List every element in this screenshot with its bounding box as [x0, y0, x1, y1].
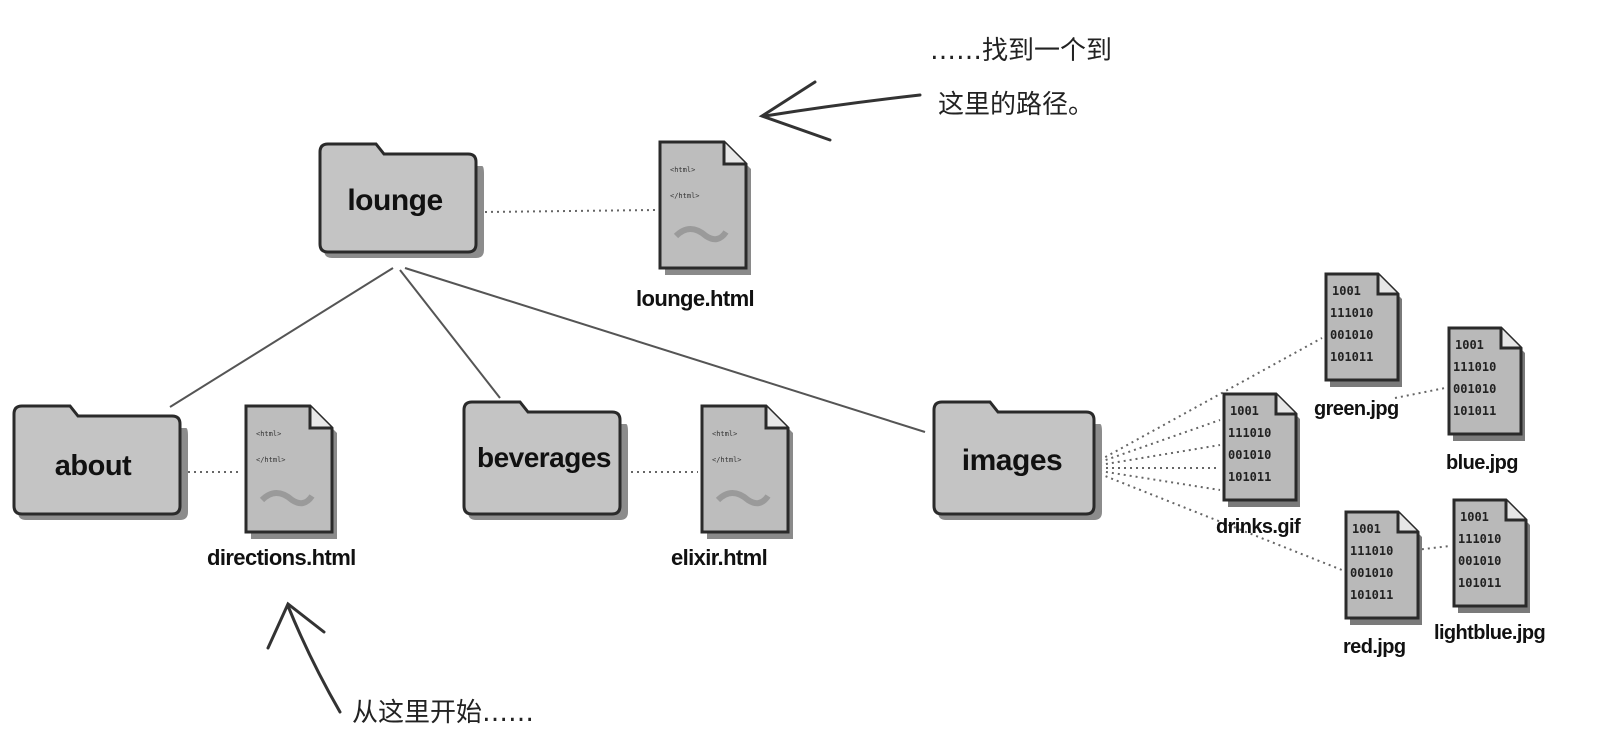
file-label-drinks-gif: drinks.gif [1216, 516, 1301, 538]
dots-images-red [1099, 473, 1343, 571]
edge-lounge-about [169, 267, 394, 408]
binary-row: 001010 [1350, 566, 1394, 580]
folder-icon [462, 400, 628, 520]
binary-row: 001010 [1228, 448, 1272, 462]
binary-row: 111010 [1228, 426, 1272, 440]
folder-icon [932, 400, 1102, 520]
binary-row: 111010 [1458, 532, 1502, 546]
binary-row: 1001 [1460, 510, 1489, 524]
folder-beverages[interactable]: beverages [462, 398, 628, 522]
doc-close-tag: </html> [256, 456, 286, 464]
doc-open-tag: <html> [256, 430, 282, 438]
file-label-lightblue-jpg: lightblue.jpg [1434, 622, 1546, 644]
folder-about-label: about [54, 450, 132, 482]
annotation-top-line1: ……找到一个到 [930, 36, 1113, 66]
file-label-lounge-html: lounge.html [636, 286, 755, 311]
folder-lounge[interactable]: lounge [318, 140, 484, 260]
binary-row: 001010 [1330, 328, 1374, 342]
binary-row: 1001 [1455, 338, 1484, 352]
html-doc-icon-lounge[interactable]: <html> </html> [656, 140, 751, 276]
folder-lounge-label: lounge [347, 184, 443, 217]
file-label-green-jpg: green.jpg [1314, 398, 1399, 420]
binary-row: 101011 [1228, 470, 1272, 484]
binary-row: 1001 [1352, 522, 1381, 536]
binary-row: 101011 [1350, 588, 1394, 602]
binary-row: 1001 [1230, 404, 1259, 418]
edge-lounge-beverages [399, 269, 501, 399]
arrow-top [758, 80, 922, 142]
binary-row: 111010 [1330, 306, 1374, 320]
dots-green-blue [1394, 387, 1446, 399]
file-label-directions-html: directions.html [207, 545, 356, 570]
binary-row: 111010 [1453, 360, 1497, 374]
dots-red-lightblue [1397, 545, 1451, 553]
folder-images-label: images [961, 444, 1063, 477]
html-doc-icon-elixir[interactable]: <html> </html> [698, 404, 793, 540]
binary-row: 001010 [1453, 382, 1497, 396]
binary-row: 101011 [1458, 576, 1502, 590]
annotation-top-line2: 这里的路径。 [938, 90, 1095, 120]
html-doc-icon-directions[interactable]: <html> </html> [242, 404, 337, 540]
dots-images-green [1099, 337, 1323, 461]
doc-open-tag: <html> [670, 166, 696, 174]
folder-images[interactable]: images [932, 398, 1102, 522]
folder-icon [318, 142, 484, 258]
binary-row: 001010 [1458, 554, 1502, 568]
edge-lounge-images [404, 267, 926, 433]
binary-row: 101011 [1330, 350, 1374, 364]
image-doc-icon-drinks[interactable]: 1001 111010 001010 101011 [1220, 392, 1300, 508]
image-doc-icon-blue[interactable]: 1001 111010 001010 101011 [1445, 326, 1525, 442]
annotation-bottom: 从这里开始…… [352, 698, 535, 728]
dots-lounge-file [484, 209, 656, 213]
arrow-bottom [266, 601, 342, 714]
folder-beverages-label: beverages [476, 442, 612, 473]
doc-open-tag: <html> [712, 430, 738, 438]
binary-row: 111010 [1350, 544, 1394, 558]
image-doc-icon-lightblue[interactable]: 1001 111010 001010 101011 [1450, 498, 1530, 614]
folder-icon [12, 404, 188, 520]
dots-images-drinks-b [1099, 444, 1221, 466]
doc-close-tag: </html> [670, 192, 700, 200]
binary-row: 1001 [1332, 284, 1361, 298]
folder-about[interactable]: about [12, 402, 188, 522]
file-label-blue-jpg: blue.jpg [1446, 452, 1518, 474]
file-label-red-jpg: red.jpg [1343, 636, 1406, 658]
image-doc-icon-red[interactable]: 1001 111010 001010 101011 [1342, 510, 1422, 626]
dots-images-drinks-d [1099, 470, 1221, 491]
image-doc-icon-green[interactable]: 1001 111010 001010 101011 [1322, 272, 1402, 388]
binary-row: 101011 [1453, 404, 1497, 418]
doc-close-tag: </html> [712, 456, 742, 464]
file-label-elixir-html: elixir.html [671, 545, 768, 570]
